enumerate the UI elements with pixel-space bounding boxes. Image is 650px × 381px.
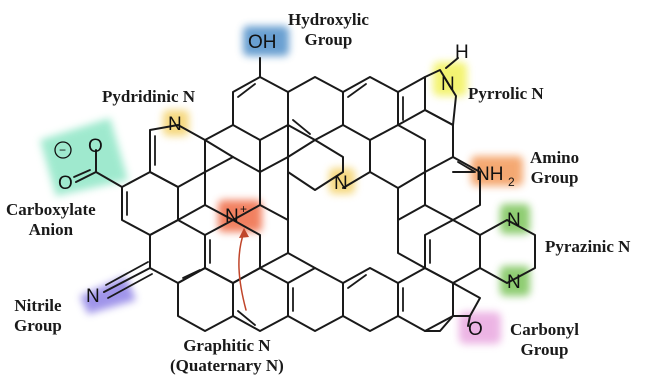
bond-chain bbox=[259, 124, 289, 173]
double-bond bbox=[347, 83, 367, 98]
amino-label: Amino Group bbox=[530, 148, 579, 188]
hydroxylic-highlight bbox=[243, 26, 289, 56]
carbonyl-label-line2: Group bbox=[520, 340, 569, 359]
ring-carbonyl bbox=[452, 282, 481, 317]
pyrrolic-n-atom: N bbox=[441, 74, 455, 95]
double-bond bbox=[457, 161, 476, 173]
double-bond bbox=[237, 310, 256, 326]
carboxyl-charge-circle bbox=[54, 141, 72, 159]
center-n-atom: N bbox=[334, 173, 348, 194]
graphitic-arrowhead bbox=[239, 228, 249, 238]
ring-bottom-2 bbox=[287, 267, 344, 332]
graphitic-n-atom: N bbox=[225, 206, 239, 227]
graphitic-charge: + bbox=[240, 202, 247, 216]
carboxyl-o2-bond bbox=[75, 171, 97, 183]
double-bond bbox=[347, 274, 367, 289]
carbon-skeleton bbox=[73, 57, 536, 332]
bond-chain bbox=[424, 109, 454, 173]
ring-top-middle bbox=[287, 76, 344, 141]
nh-bond bbox=[445, 57, 459, 69]
ring-bottom-1 bbox=[232, 267, 289, 332]
pyridinic-label: Pydridinic N bbox=[102, 87, 196, 106]
bond-chain bbox=[342, 124, 371, 189]
graphitic-arrow bbox=[238, 231, 247, 311]
pyrrolic-label: Pyrrolic N bbox=[468, 84, 544, 103]
bond-chain bbox=[397, 204, 426, 269]
center-n-highlight bbox=[329, 168, 355, 194]
nitrile-label-line1: Nitrile bbox=[14, 296, 62, 315]
nitrile-highlight bbox=[80, 276, 136, 314]
nitrile-triple bbox=[107, 273, 153, 299]
carboxylate-label-line2: Anion bbox=[28, 220, 74, 239]
ring-bottom-3 bbox=[342, 267, 399, 332]
pyrazine-n2-atom: N bbox=[507, 272, 521, 293]
carboxylate-label-line1: Carboxylate bbox=[6, 200, 96, 219]
amino-label-line1: Amino bbox=[530, 148, 580, 167]
amino-label-line2: Group bbox=[530, 168, 579, 187]
carboxyl-o2-atom: O bbox=[58, 173, 73, 194]
amino-nh-atom: NH bbox=[476, 164, 503, 185]
graphitic-label-line2: (Quaternary N) bbox=[170, 356, 284, 375]
ring-pyrazine bbox=[479, 219, 536, 284]
oh-atom: OH bbox=[248, 32, 277, 53]
double-bond bbox=[182, 269, 201, 279]
hydroxylic-label-line2: Group bbox=[304, 30, 353, 49]
double-bond bbox=[292, 119, 311, 135]
amino-subscript: 2 bbox=[508, 175, 515, 189]
nitrile-n-atom: N bbox=[86, 286, 100, 307]
ring-bottom-4 bbox=[397, 267, 454, 332]
ring-oh bbox=[204, 76, 289, 141]
bond-chain bbox=[397, 76, 426, 126]
pyridinic-n-atom: N bbox=[168, 114, 182, 135]
ring-pyrrole bbox=[424, 69, 457, 126]
bond bbox=[204, 139, 234, 158]
carbonyl-label-line1: Carbonyl bbox=[510, 320, 579, 339]
graphitic-label-line1: Graphitic N bbox=[183, 336, 271, 355]
hydroxylic-label: Hydroxylic Group bbox=[288, 10, 369, 50]
hydroxylic-label-line1: Hydroxylic bbox=[288, 10, 369, 29]
ring-graphitic-bottom bbox=[204, 219, 261, 284]
amino-highlight bbox=[471, 156, 523, 186]
pyrazine-n1-atom: N bbox=[507, 210, 521, 231]
nitrile-bond bbox=[103, 267, 151, 293]
nitrile-label-line2: Group bbox=[14, 316, 62, 335]
bond bbox=[177, 204, 206, 221]
carboxyl-double bbox=[73, 169, 91, 178]
carboxyl-bond bbox=[95, 171, 123, 188]
carbonyl-o-atom: O bbox=[468, 319, 483, 340]
atom-labels: OH N N H N NH 2 N + N N N O O O − bbox=[54, 32, 521, 340]
pyridinic-highlight bbox=[163, 110, 189, 136]
graphitic-label: Graphitic N (Quaternary N) bbox=[170, 336, 284, 376]
functional-group-highlights bbox=[40, 26, 530, 344]
pyrrolic-h-atom: H bbox=[455, 42, 469, 63]
bond-chain bbox=[424, 315, 454, 332]
carbonyl-bond bbox=[467, 315, 471, 327]
bond-chain bbox=[259, 204, 289, 269]
ring-amino bbox=[424, 156, 481, 221]
pyrazine-top-highlight bbox=[500, 204, 530, 234]
pyrazinic-label: Pyrazinic N bbox=[545, 237, 631, 256]
double-bond bbox=[237, 83, 256, 98]
nitrile-triple bbox=[105, 261, 149, 286]
carboxylate-label: Carboxylate Anion bbox=[6, 200, 96, 240]
pyrrolic-highlight bbox=[433, 62, 467, 96]
carboxyl-charge: − bbox=[59, 143, 66, 157]
nitrile-label: Nitrile Group bbox=[14, 296, 62, 336]
bond bbox=[287, 252, 316, 269]
pyrazine-bottom-highlight bbox=[500, 266, 530, 296]
carbonyl-label: Carbonyl Group bbox=[510, 320, 579, 360]
carboxyl-o1-atom: O bbox=[88, 136, 103, 157]
carboxylate-highlight bbox=[40, 118, 128, 196]
